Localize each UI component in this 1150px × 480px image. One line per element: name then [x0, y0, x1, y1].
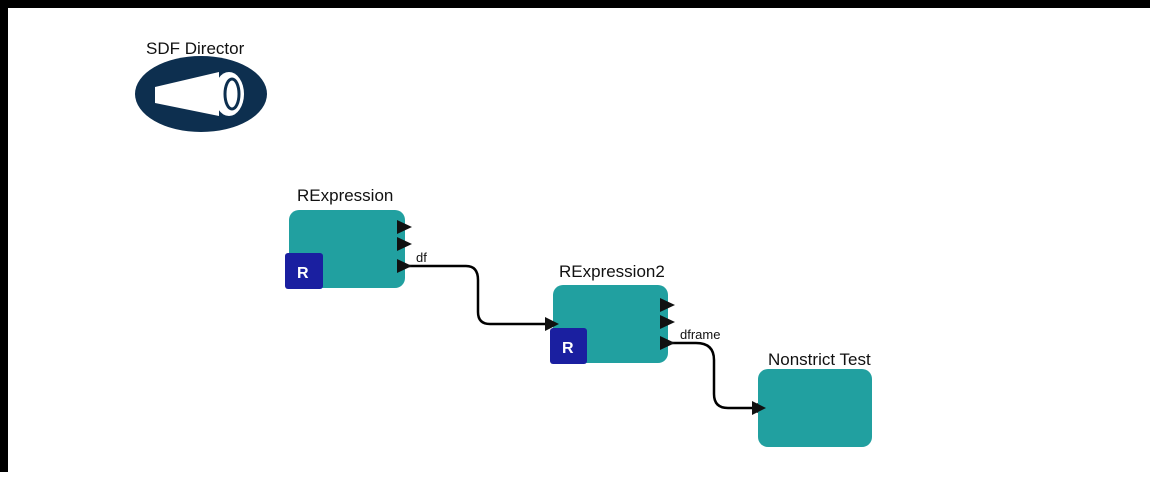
output-port-dframe-icon[interactable] [660, 336, 675, 350]
port-label-df: df [416, 250, 427, 265]
actor-rexpression2-output-ports[interactable] [660, 298, 675, 350]
output-port-df-icon[interactable] [397, 259, 412, 273]
workflow-graph[interactable]: SDF Director RExpression df R RExpressio… [8, 8, 1150, 480]
relation-dframe-to-nonstrict[interactable] [671, 341, 767, 413]
output-port-icon[interactable] [660, 298, 675, 312]
actor-rexpression2-input-ports[interactable] [545, 317, 559, 331]
input-port-icon[interactable] [545, 317, 559, 331]
output-port-icon[interactable] [397, 220, 412, 234]
director-megaphone-icon [135, 56, 267, 132]
r-badge-label: R [297, 265, 309, 282]
r-badge-label: R [562, 340, 574, 357]
output-port-icon[interactable] [660, 315, 675, 329]
actor-rexpression2[interactable]: RExpression2 dframe R [545, 262, 720, 364]
actor-rexpression-label: RExpression [297, 186, 393, 205]
r-badge-icon: R [550, 328, 587, 364]
relation-df-to-rexpression2[interactable] [408, 264, 557, 329]
output-port-icon[interactable] [397, 237, 412, 251]
r-badge-icon: R [285, 253, 323, 289]
actor-rexpression-output-ports[interactable] [397, 220, 412, 273]
port-label-dframe: dframe [680, 327, 720, 342]
actor-nonstrict-test-body[interactable] [758, 369, 872, 447]
actor-nonstrict-test[interactable]: Nonstrict Test [752, 350, 872, 447]
input-port-icon[interactable] [752, 401, 766, 415]
director-label: SDF Director [146, 39, 245, 58]
actor-nonstrict-test-label: Nonstrict Test [768, 350, 871, 369]
director[interactable]: SDF Director [135, 39, 267, 132]
actor-rexpression2-label: RExpression2 [559, 262, 665, 281]
actor-rexpression[interactable]: RExpression df R [285, 186, 427, 289]
